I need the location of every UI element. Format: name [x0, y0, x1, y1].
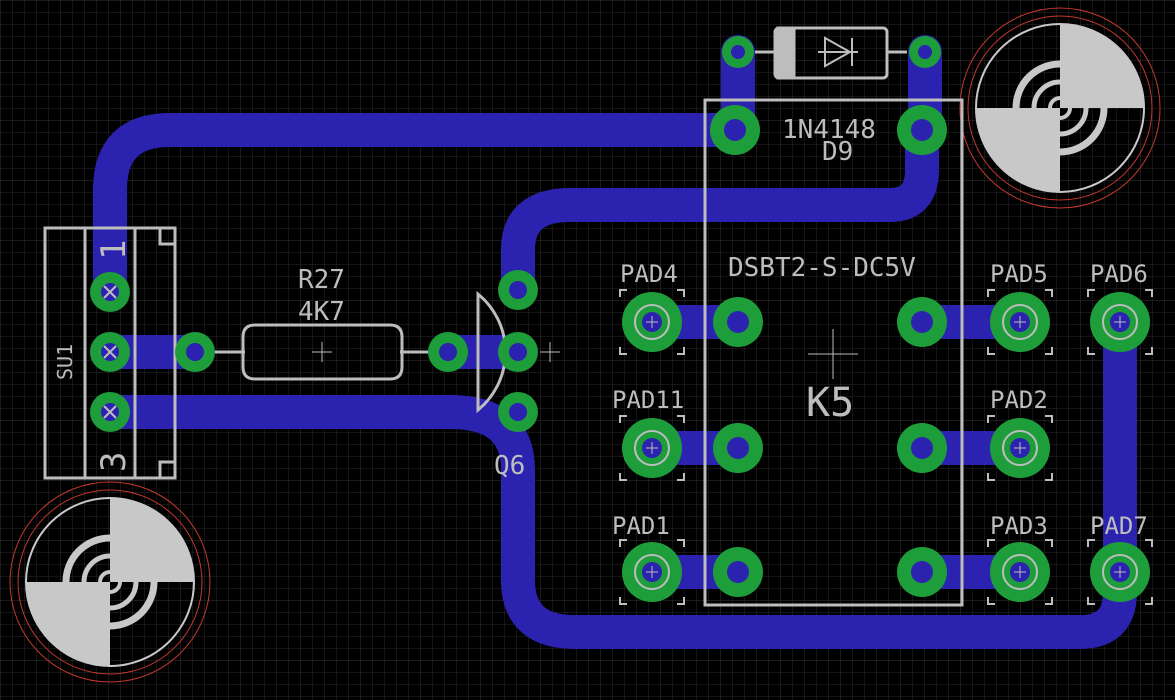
silkscreen [43, 26, 1153, 607]
pads [90, 36, 1150, 602]
label-r27-value: 4K7 [298, 297, 345, 327]
label-relay-name: K5 [806, 380, 854, 426]
label-pad4: PAD4 [620, 260, 678, 288]
label-d9-value: 1N4148 [782, 115, 876, 145]
label-relay-value: DSBT2-S-DC5V [728, 253, 916, 283]
label-pad1: PAD1 [612, 512, 670, 540]
pad-su1-pin1[interactable] [90, 272, 130, 312]
label-pin1: 1 [94, 240, 134, 260]
label-pad11: PAD11 [612, 386, 684, 414]
pad-corner-marks [619, 289, 1153, 605]
pad-k5-l3[interactable] [713, 547, 763, 597]
pad-pad6[interactable] [1090, 292, 1150, 352]
pad-k5-r2[interactable] [897, 423, 947, 473]
pad-k5-coil1[interactable] [710, 105, 760, 155]
label-pad7: PAD7 [1090, 512, 1148, 540]
trace-pin1-d9[interactable] [93, 113, 752, 309]
pad-r27-1[interactable] [175, 332, 215, 372]
pad-pad3[interactable] [990, 542, 1050, 602]
pad-pad11[interactable] [622, 418, 682, 478]
relay-k5-outline [703, 98, 964, 607]
pad-pad4[interactable] [622, 292, 682, 352]
connector-su1-outline [43, 226, 177, 480]
diode-d9-outline [755, 26, 907, 80]
pad-k5-coil2[interactable] [897, 105, 947, 155]
pad-r27-2[interactable] [428, 332, 468, 372]
resistor-r27-outline [210, 323, 435, 381]
mounting-hole-bottom-left [9, 481, 211, 683]
pad-su1-pin2[interactable] [90, 332, 130, 372]
trace-q6-relay[interactable] [501, 113, 939, 307]
mounting-hole-top-right [959, 7, 1161, 209]
pad-k5-l2[interactable] [713, 423, 763, 473]
pad-su1-pin3[interactable] [90, 392, 130, 432]
label-pad5: PAD5 [990, 260, 1048, 288]
trace-pin3-q6[interactable] [93, 305, 1137, 649]
pad-d9-1[interactable] [722, 36, 754, 68]
label-r27-name: R27 [298, 265, 345, 295]
pad-pad7[interactable] [1090, 542, 1150, 602]
pad-k5-r3[interactable] [897, 547, 947, 597]
pad-pad1[interactable] [622, 542, 682, 602]
pad-q6-2[interactable] [498, 332, 538, 372]
pad-pad5[interactable] [990, 292, 1050, 352]
pad-q6-1[interactable] [498, 270, 538, 310]
label-pad2: PAD2 [990, 386, 1048, 414]
label-pin3: 3 [94, 452, 134, 472]
mounting-hole-icon [110, 498, 194, 582]
label-d9-name: D9 [822, 137, 853, 167]
label-q6-name: Q6 [494, 451, 525, 481]
pad-k5-r1[interactable] [897, 297, 947, 347]
labels: 1N4148 D9 DSBT2-S-DC5V K5 R27 4K7 Q6 SU1… [53, 115, 1148, 540]
diode-icon [818, 36, 858, 68]
pad-k5-l1[interactable] [713, 297, 763, 347]
label-su1-name: SU1 [53, 344, 77, 380]
pad-pad2[interactable] [990, 418, 1050, 478]
pad-d9-2[interactable] [909, 36, 941, 68]
pad-q6-3[interactable] [498, 392, 538, 432]
label-pad3: PAD3 [990, 512, 1048, 540]
label-pad6: PAD6 [1090, 260, 1148, 288]
mounting-hole-icon [1060, 24, 1144, 108]
